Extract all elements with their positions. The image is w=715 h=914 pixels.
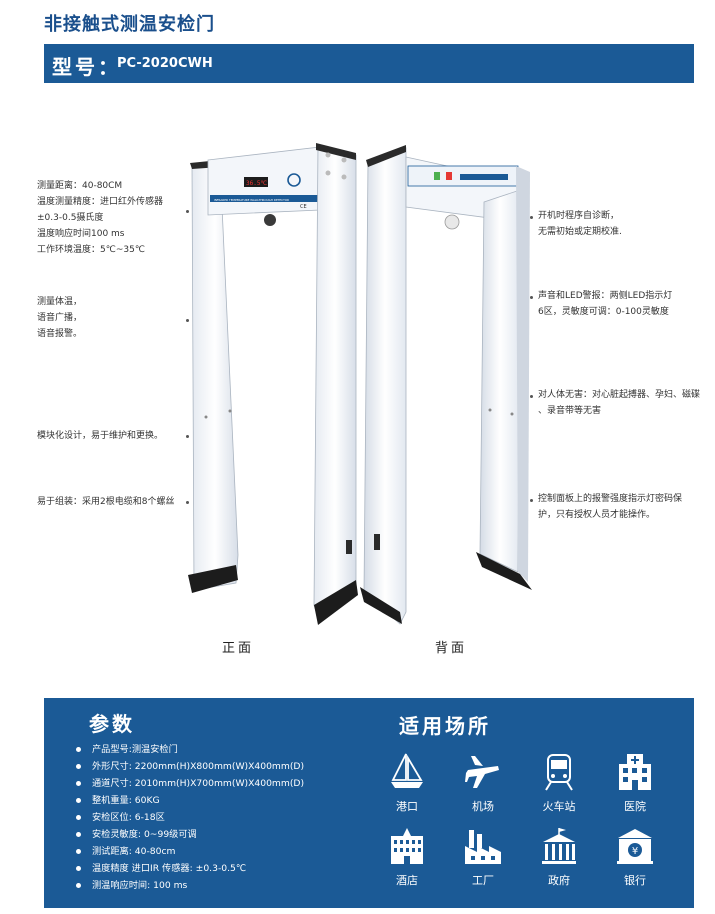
front-gate-image: INFRARED TEMPERATURE WALK-THROUGH DETECT… [188, 143, 358, 625]
page-title: 非接触式测温安检门 [44, 14, 215, 35]
government-icon [542, 828, 576, 864]
model-banner: 型号： PC-2020CWH [44, 44, 694, 83]
params-title: 参数 [89, 712, 135, 736]
venue-government: 政府 [529, 826, 589, 888]
annotation-pointer [530, 499, 533, 502]
params-list: 产品型号:测温安检门 外形尺寸: 2200mm(H)X800mm(W)X400m… [76, 741, 304, 894]
hotel-icon [391, 828, 423, 864]
list-item: 测试距离: 40-80cm [76, 843, 304, 860]
spec-panel: 参数 产品型号:测温安检门 外形尺寸: 2200mm(H)X800mm(W)X4… [44, 698, 694, 908]
panel-brand-text: INFRARED TEMPERATURE WALK-THROUGH DETECT… [214, 198, 289, 202]
venue-station: 火车站 [529, 752, 589, 814]
caption-back: 背面 [435, 641, 468, 656]
venue-hospital: 医院 [605, 752, 665, 814]
camera-icon [264, 214, 276, 226]
list-item: 产品型号:测温安检门 [76, 741, 304, 758]
right-annotation-2: 声音和LED警报：两侧LED指示灯 6区，灵敏度可调：0-100灵敏度 [538, 291, 673, 317]
left-annotation-1: 测量距离：40-80CM 温度测量精度：进口红外传感器 ±0.3-0.5摄氏度 … [37, 181, 164, 255]
caption-front: 正面 [222, 641, 255, 656]
list-item: 安检区位: 6-18区 [76, 809, 304, 826]
list-item: 温度精度 进口IR 传感器: ±0.3-0.5℃ [76, 860, 304, 877]
ship-icon [391, 753, 423, 788]
list-item: 安检灵敏度: 0~99级可调 [76, 826, 304, 843]
annotation-pointer [530, 216, 533, 219]
left-annotation-3: 模块化设计，易于维护和更换。 [37, 431, 164, 441]
info-icon [287, 173, 301, 187]
svg-text:¥: ¥ [632, 846, 638, 857]
annotation-pointer [186, 501, 189, 504]
annotation-pointer [186, 435, 189, 438]
venue-airport: 机场 [453, 752, 513, 814]
airplane-icon [465, 756, 499, 788]
annotation-pointer [186, 210, 189, 213]
model-value: PC-2020CWH [117, 56, 213, 71]
right-annotation-3: 对人体无害：对心脏起搏器、孕妇、磁碟 、录音带等无害 [538, 390, 701, 416]
model-label: 型号： [52, 55, 121, 79]
right-annotation-4: 控制面板上的报警强度指示灯密码保 护，只有授权人员才能操作。 [538, 494, 683, 520]
list-item: 通道尺寸: 2010mm(H)X700mm(W)X400mm(D) [76, 775, 304, 792]
factory-icon [465, 830, 501, 864]
annotation-pointer [530, 395, 533, 398]
venue-port: 港口 [377, 752, 437, 814]
left-annotation-4: 易于组装：采用2根电缆和8个螺丝 [37, 497, 175, 507]
back-gate-image [360, 145, 532, 625]
list-item: 整机重量: 60KG [76, 792, 304, 809]
list-item: 测温响应时间: 100 ms [76, 877, 304, 894]
hospital-icon [619, 754, 651, 790]
train-icon [545, 754, 573, 791]
venue-hotel: 酒店 [377, 826, 437, 888]
annotation-pointer [186, 319, 189, 322]
venues-title: 适用场所 [399, 714, 491, 738]
bank-icon: ¥ [617, 829, 653, 864]
right-annotation-1: 开机时程序自诊断， 无需初始或定期校准. [538, 211, 622, 237]
list-item: 外形尺寸: 2200mm(H)X800mm(W)X400mm(D) [76, 758, 304, 775]
panel-ce: CE [300, 204, 307, 210]
left-annotation-2: 测量体温， 语音广播， 语音报警。 [37, 297, 83, 339]
panel-display: 36.5℃ [246, 180, 267, 187]
sensor-icon [444, 214, 460, 230]
annotation-pointer [530, 296, 533, 299]
venue-bank: ¥ 银行 [605, 826, 665, 888]
venue-factory: 工厂 [453, 826, 513, 888]
